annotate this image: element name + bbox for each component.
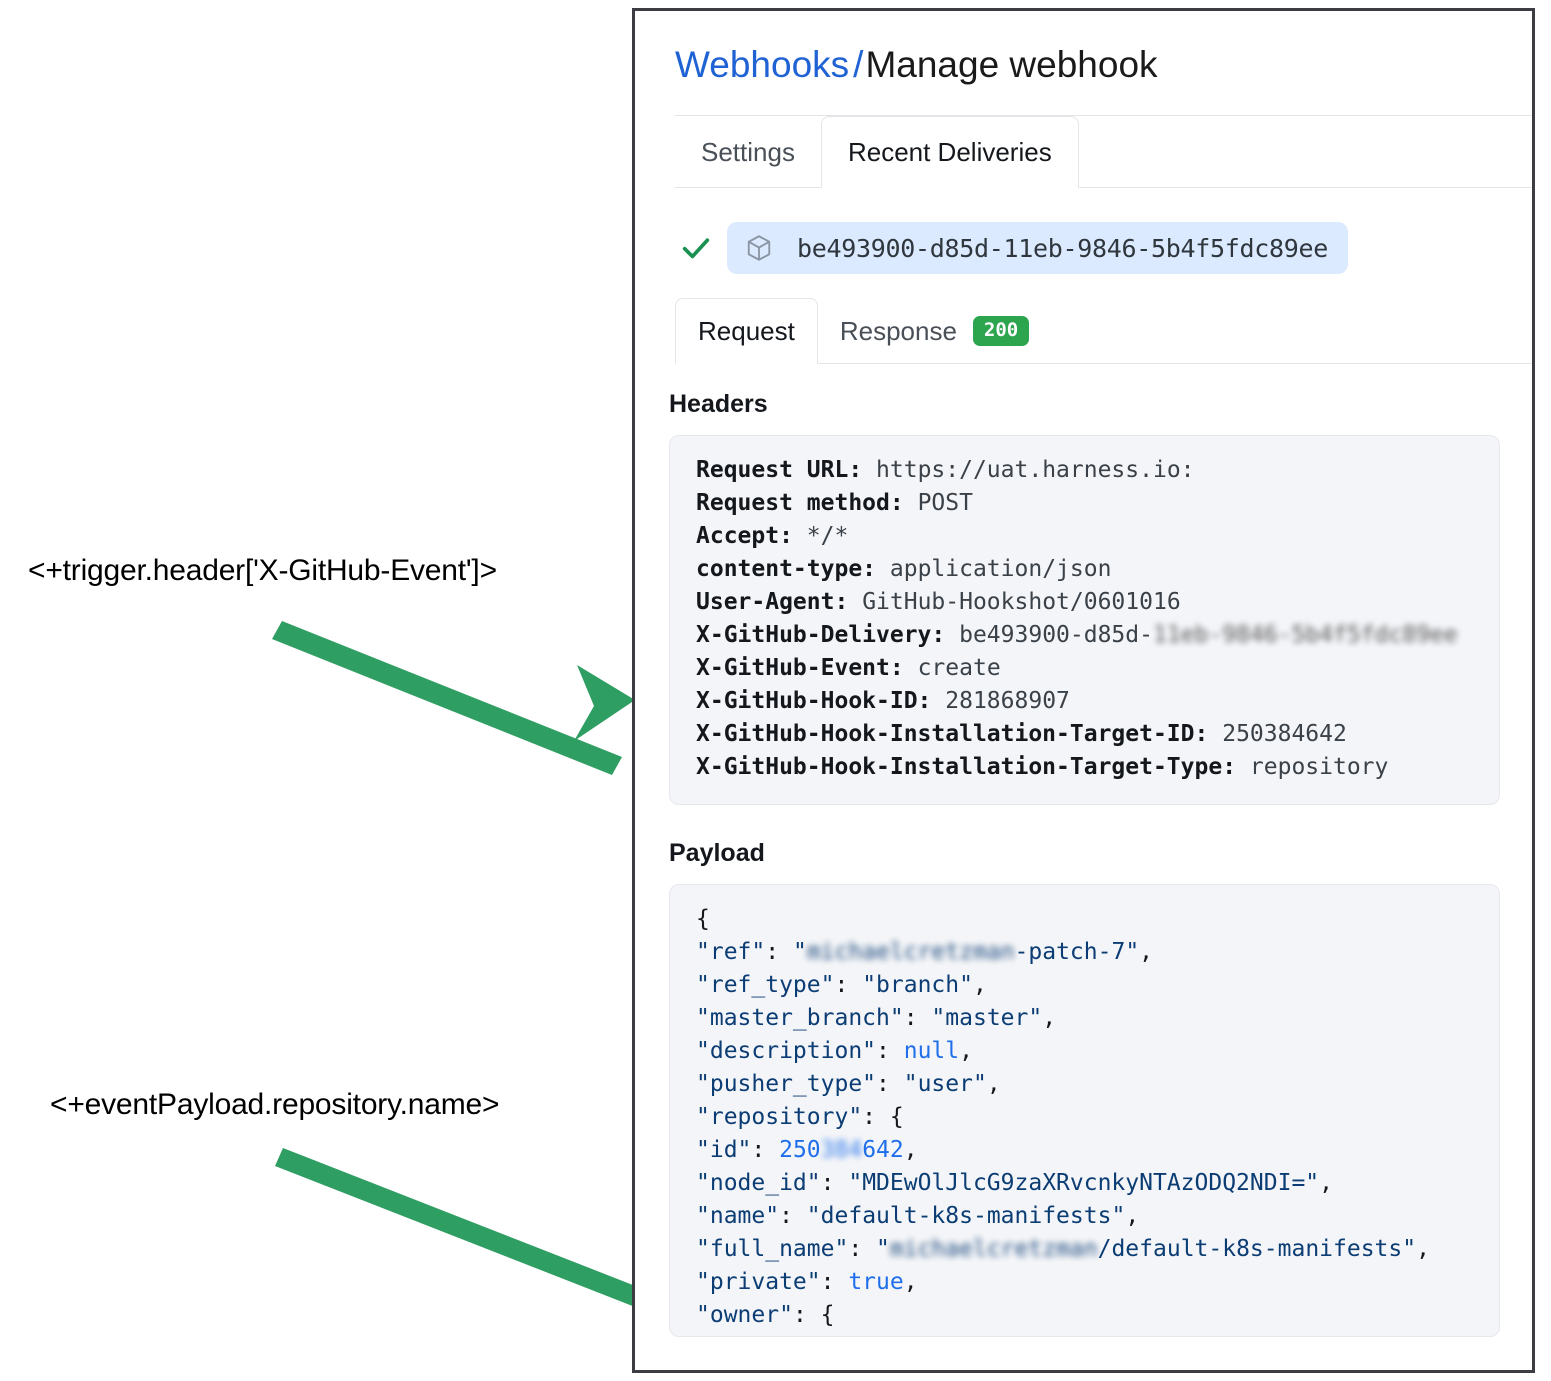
subtab-request[interactable]: Request: [675, 298, 818, 365]
manage-webhook-panel: Webhooks/Manage webhook Settings Recent …: [632, 8, 1535, 1373]
delivery-row[interactable]: be493900-d85d-11eb-9846-5b4f5fdc89ee: [679, 222, 1532, 275]
payload-line-pusher-type: "pusher_type": "user",: [696, 1071, 1001, 1098]
header-key: X-GitHub-Delivery:: [696, 622, 946, 649]
tabstrip: Settings Recent Deliveries: [675, 116, 1532, 189]
header-value: repository: [1249, 754, 1389, 781]
header-value: be493900-d85d-: [959, 622, 1153, 649]
redacted-repo-id: 384: [820, 1137, 863, 1164]
repo-name-value: default-k8s-manifests: [820, 1203, 1112, 1230]
header-value: 281868907: [945, 688, 1070, 715]
header-key: Accept:: [696, 523, 793, 550]
header-value: create: [917, 655, 1001, 682]
tab-settings[interactable]: Settings: [701, 136, 795, 167]
header-line-install-target-type: X-GitHub-Hook-Installation-Target-Type: …: [696, 751, 1473, 784]
payload-line-id: "id": 250384642,: [696, 1134, 1473, 1167]
header-key: X-GitHub-Hook-Installation-Target-Type:: [696, 754, 1237, 781]
annotation-payload-expression: <+eventPayload.repository.name>: [50, 1088, 500, 1121]
description-value: null: [903, 1038, 960, 1065]
payload-line-ref-type: "ref_type": "branch",: [696, 972, 987, 999]
annotation-header-expression: <+trigger.header['X-GitHub-Event']>: [28, 554, 497, 587]
headers-code-block: Request URL: https://uat.harness.io: Req…: [669, 435, 1500, 806]
header-line-accept: Accept: */*: [696, 520, 1473, 553]
full-name-suffix: /default-k8s-manifests: [1097, 1236, 1403, 1263]
header-value: application/json: [889, 556, 1112, 583]
repo-id-suffix: 642: [862, 1137, 904, 1164]
payload-section-label: Payload: [669, 839, 765, 868]
delivery-id-text: be493900-d85d-11eb-9846-5b4f5fdc89ee: [797, 233, 1329, 263]
payload-line-node-id: "node_id": "MDEwOlJlcG9zaXRvcnkyNTAzODQ2…: [696, 1170, 1334, 1197]
ref-type-value: branch: [876, 972, 960, 999]
header-value: POST: [917, 490, 973, 517]
private-value: true: [848, 1269, 904, 1296]
node-id-value: MDEwOlJlcG9zaXRvcnkyNTAzODQ2NDI=: [862, 1170, 1306, 1197]
header-line-content-type: content-type: application/json: [696, 553, 1473, 586]
breadcrumb-separator: /: [853, 44, 864, 85]
subtab-response[interactable]: Response 200: [818, 298, 1051, 364]
header-line-x-github-hook-id: X-GitHub-Hook-ID: 281868907: [696, 685, 1473, 718]
payload-line-ref: "ref": "michaelcretzman-patch-7",: [696, 936, 1473, 969]
payload-line-owner: "owner": {: [696, 1302, 835, 1329]
header-key: X-GitHub-Hook-Installation-Target-ID:: [696, 721, 1209, 748]
header-key: Request URL:: [696, 457, 863, 484]
payload-line-full-name: "full_name": "michaelcretzman/default-k8…: [696, 1233, 1473, 1266]
page-title: Manage webhook: [865, 44, 1158, 85]
status-badge: 200: [972, 316, 1030, 347]
header-key: X-GitHub-Hook-ID:: [696, 688, 932, 715]
header-key: X-GitHub-Event:: [696, 655, 904, 682]
request-response-tabstrip: Request Response 200: [675, 298, 1532, 365]
header-line-user-agent: User-Agent: GitHub-Hookshot/0601016: [696, 586, 1473, 619]
tab-recent-deliveries[interactable]: Recent Deliveries: [820, 116, 1079, 189]
check-icon: [679, 231, 713, 265]
header-line-request-method: Request method: POST: [696, 487, 1473, 520]
header-key: User-Agent:: [696, 589, 849, 616]
header-value: 250384642: [1222, 721, 1347, 748]
breadcrumb: Webhooks/Manage webhook: [635, 11, 1532, 87]
header-value: */*: [806, 523, 849, 550]
payload-line-description: "description": null,: [696, 1038, 973, 1065]
headers-section-label: Headers: [669, 390, 768, 419]
redacted-delivery-id: 11eb-9846-5b4f5fdc89ee: [1152, 622, 1458, 649]
breadcrumb-link-webhooks[interactable]: Webhooks: [675, 44, 850, 85]
payload-line-name: "name": "default-k8s-manifests",: [696, 1203, 1140, 1230]
master-branch-value: master: [945, 1005, 1029, 1032]
header-key: Request method:: [696, 490, 904, 517]
redacted-ref-owner: michaelcretzman: [806, 939, 1015, 966]
delivery-chip[interactable]: be493900-d85d-11eb-9846-5b4f5fdc89ee: [727, 222, 1349, 275]
repo-id-prefix: 250: [779, 1137, 821, 1164]
payload-line-private: "private": true,: [696, 1269, 918, 1296]
header-key: content-type:: [696, 556, 877, 583]
header-line-request-url: Request URL: https://uat.harness.io:: [696, 454, 1473, 487]
ref-suffix: -patch-7: [1014, 939, 1126, 966]
header-line-x-github-event: X-GitHub-Event: create: [696, 652, 1473, 685]
cube-icon: [743, 232, 775, 264]
redacted-full-name-owner: michaelcretzman: [889, 1236, 1098, 1263]
payload-line-master-branch: "master_branch": "master",: [696, 1005, 1057, 1032]
breadcrumb-divider: [675, 115, 1532, 117]
header-line-x-github-delivery: X-GitHub-Delivery: be493900-d85d-11eb-98…: [696, 619, 1473, 652]
subtab-response-label: Response: [839, 315, 957, 346]
header-value: https://uat.harness.io:: [876, 457, 1195, 484]
payload-line-open-brace: {: [696, 906, 710, 933]
pusher-type-value: user: [917, 1071, 973, 1098]
header-value: GitHub-Hookshot/0601016: [862, 589, 1181, 616]
payload-code-block: { "ref": "michaelcretzman-patch-7", "ref…: [669, 884, 1500, 1338]
header-line-install-target-id: X-GitHub-Hook-Installation-Target-ID: 25…: [696, 718, 1473, 751]
payload-line-repository: "repository": {: [696, 1104, 904, 1131]
